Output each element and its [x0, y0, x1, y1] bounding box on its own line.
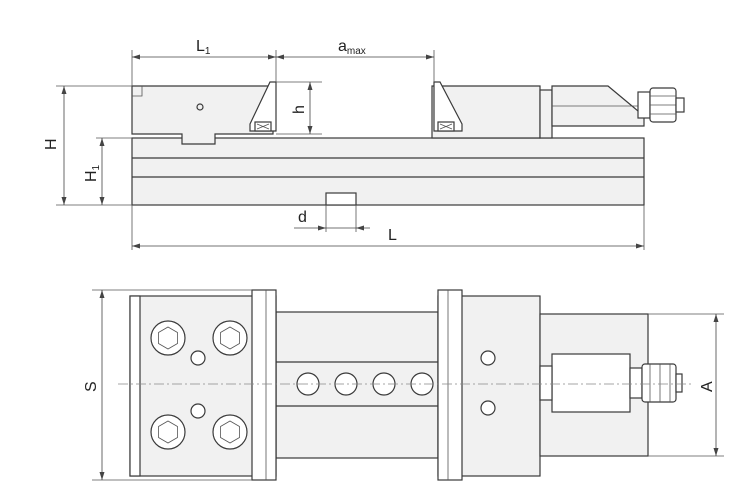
- jaw-screw: [480, 350, 496, 366]
- small-screw: [190, 403, 206, 419]
- top-view: [118, 289, 692, 481]
- spindle-hex-bolt: [637, 91, 651, 119]
- key-slot: [325, 192, 357, 206]
- spindle-housing: [539, 89, 553, 139]
- dim-label-H1: H1: [83, 164, 102, 182]
- top-view-hex-bolt: [629, 367, 643, 399]
- dim-label-H: H: [43, 138, 60, 150]
- side-view-dimensions: L1 amax h H H1 d: [43, 38, 645, 250]
- socket-bolt: [150, 320, 186, 356]
- jaw-pin-hole: [196, 103, 204, 111]
- socket-bolt: [212, 320, 248, 356]
- socket-bolt: [150, 414, 186, 450]
- dim-label-amax: amax: [338, 38, 366, 57]
- dim-label-d: d: [298, 209, 307, 226]
- jaw-screw: [480, 400, 496, 416]
- dim-label-A: A: [699, 381, 716, 392]
- dim-label-L1: L1: [196, 38, 211, 57]
- top-view-dimensions: S A: [83, 289, 724, 481]
- dim-label-S: S: [83, 381, 100, 392]
- socket-bolt: [212, 414, 248, 450]
- movable-jaw-insert: [433, 81, 463, 132]
- fixed-jaw: [131, 85, 274, 145]
- side-view-base: [131, 137, 645, 206]
- dim-label-L: L: [388, 227, 397, 244]
- small-screw: [190, 350, 206, 366]
- dim-label-h: h: [291, 105, 308, 114]
- side-view: [131, 81, 685, 206]
